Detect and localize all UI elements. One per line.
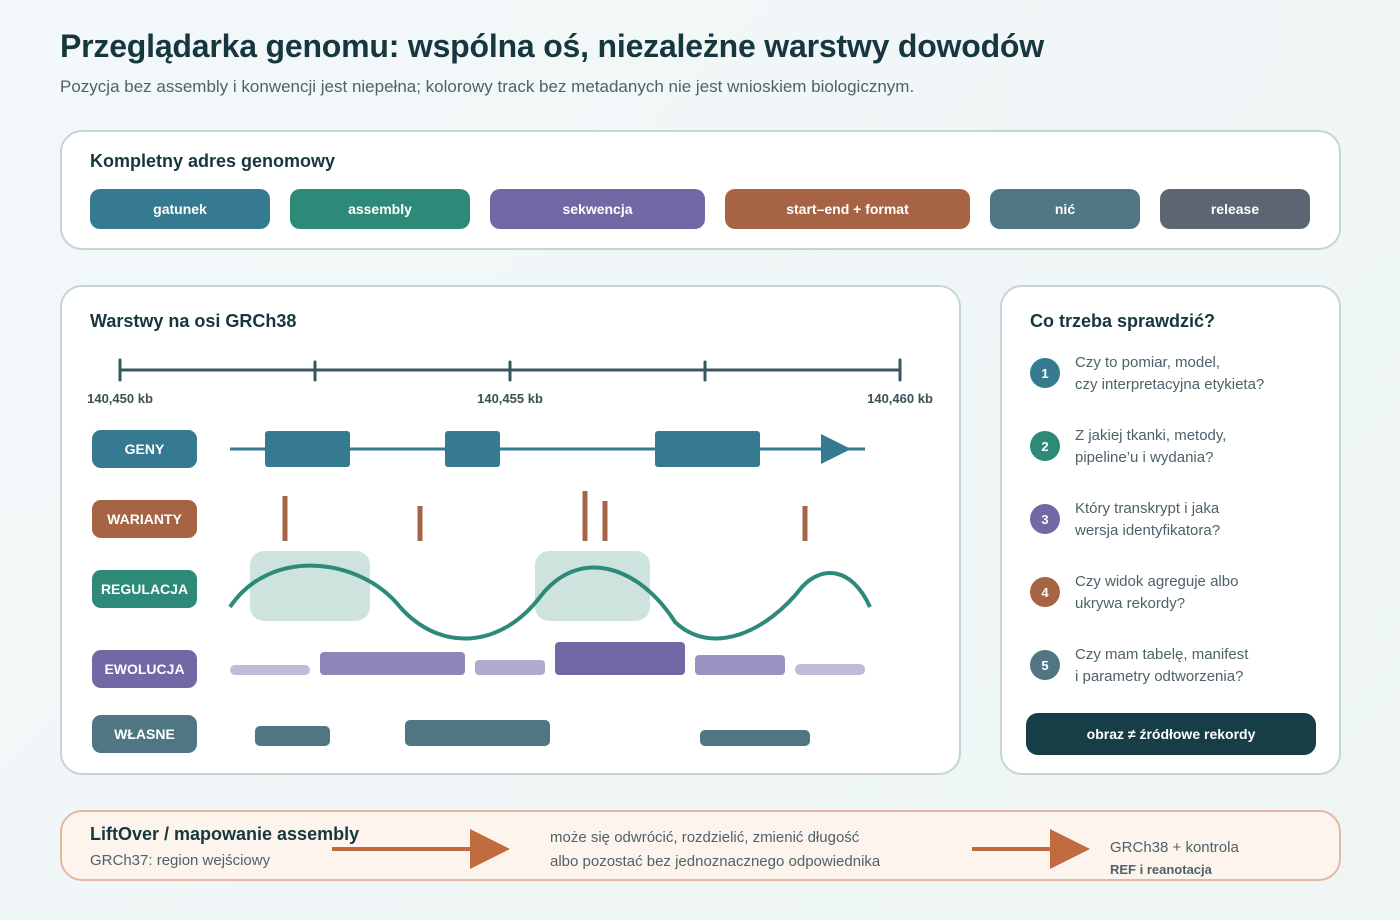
liftover-caveats: może się odwrócić, rozdzielić, zmienić d…: [550, 829, 881, 870]
track-label-own: WŁASNE: [92, 715, 197, 753]
pill-start-end-format: start–end + format: [725, 189, 970, 229]
variant-markers: [282, 491, 808, 541]
check-number-5: 5: [1030, 650, 1060, 680]
arrow-right-icon: [332, 829, 510, 869]
pill-strand: nić: [990, 189, 1140, 229]
checklist-title: Co trzeba sprawdzić?: [1030, 311, 1216, 331]
liftover-card: LiftOver / mapowanie assembly GRCh37: re…: [60, 810, 1341, 881]
liftover-input: GRCh37: region wejściowy: [90, 852, 271, 869]
checklist-card: Co trzeba sprawdzić? 1 Czy to pomiar, mo…: [1000, 285, 1341, 775]
track-label-genes: GENY: [92, 430, 197, 468]
check-number-2: 2: [1030, 431, 1060, 461]
axis-label-end: 140,460 kb: [867, 391, 933, 406]
axis-label-start: 140,450 kb: [87, 391, 153, 406]
track-label-variants: WARIANTY: [92, 500, 197, 538]
check-number-4: 4: [1030, 577, 1060, 607]
layers-card: Warstwy na osi GRCh38: [60, 285, 961, 775]
pill-species: gatunek: [90, 189, 270, 229]
layers-graphic: [118, 358, 902, 746]
gene-model: [230, 431, 865, 467]
genomic-address-title: Kompletny adres genomowy: [90, 151, 336, 171]
strand-arrow-icon: [821, 434, 851, 464]
arrow-right-icon: [972, 829, 1090, 869]
own-data-track: [255, 720, 810, 746]
page-title: Przeglądarka genomu: wspólna oś, niezale…: [60, 28, 1044, 64]
genome-axis: [118, 358, 902, 382]
axis-label-mid: 140,455 kb: [477, 391, 543, 406]
track-label-regulation: REGULACJA: [92, 570, 197, 608]
check-number-3: 3: [1030, 504, 1060, 534]
check-number-1: 1: [1030, 358, 1060, 388]
check-question-2: Z jakiej tkanki, metody,pipeline’u i wyd…: [1075, 427, 1227, 466]
pill-sequence: sekwencja: [490, 189, 705, 229]
layers-title: Warstwy na osi GRCh38: [90, 311, 297, 331]
liftover-title: LiftOver / mapowanie assembly: [90, 824, 360, 844]
check-question-1: Czy to pomiar, model,czy interpretacyjna…: [1075, 354, 1265, 393]
page-subtitle: Pozycja bez assembly i konwencji jest ni…: [60, 77, 915, 96]
pill-release: release: [1160, 189, 1310, 229]
regulation-track: [228, 551, 872, 641]
genomic-address-card: Kompletny adres genomowy gatunek assembl…: [60, 130, 1341, 250]
evolution-track: [230, 642, 865, 675]
image-vs-records-banner: obraz ≠ źródłowe rekordy: [1026, 713, 1316, 755]
track-label-evolution: EWOLUCJA: [92, 650, 197, 688]
liftover-output-note: REF i reanotacja: [1110, 862, 1212, 877]
liftover-output: GRCh38 + kontrola: [1110, 839, 1239, 856]
pill-assembly: assembly: [290, 189, 470, 229]
